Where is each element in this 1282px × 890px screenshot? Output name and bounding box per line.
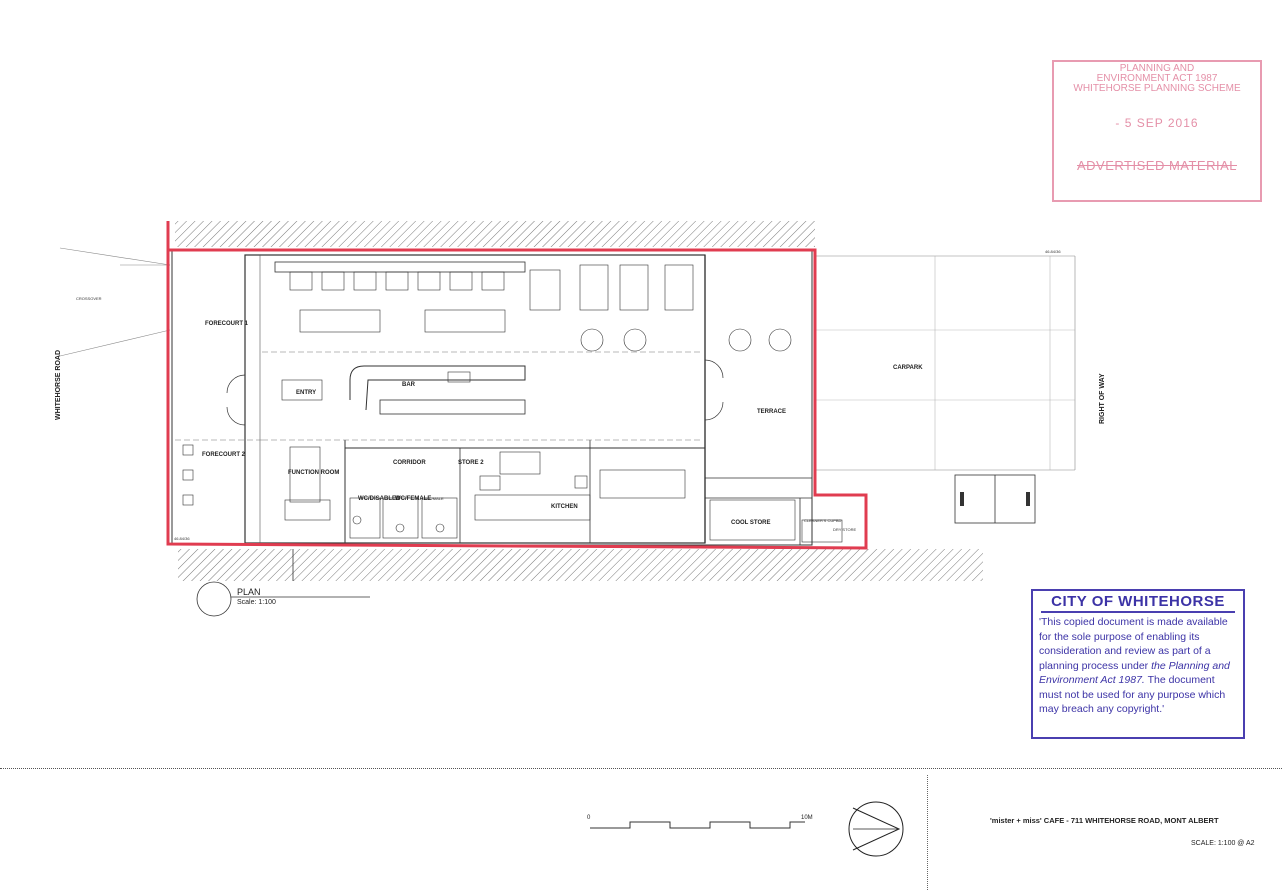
scale-end-label: 10M: [801, 815, 813, 821]
label-corridor: CORRIDOR: [393, 460, 426, 466]
site-boundary: [166, 221, 868, 550]
stamp-line3: WHITEHORSE PLANNING SCHEME: [1073, 83, 1241, 94]
scale-start-label: 0: [587, 815, 591, 821]
stamp-line2: ENVIRONMENT ACT 1987: [1096, 73, 1218, 84]
titleblock-divider: [0, 768, 1282, 769]
label-cleaners-cupboard: CLEANER'S CUPBD: [804, 518, 842, 523]
north-arrow-icon: [848, 801, 904, 857]
label-kitchen: KITCHEN: [551, 504, 578, 510]
council-stamp-body: 'This copied document is made available …: [1033, 613, 1243, 719]
hatched-boundary-top: [175, 221, 815, 247]
label-bar: BAR: [402, 382, 416, 388]
label-terrace: TERRACE: [757, 409, 786, 415]
council-text-after: The document must not be used for any pu…: [1039, 674, 1226, 715]
stamp-status: ADVERTISED MATERIAL: [1077, 158, 1237, 173]
label-entry: ENTRY: [296, 390, 316, 396]
label-wc-disabled: WC/DISABLED: [358, 496, 401, 502]
label-forecourt1: FORECOURT 1: [205, 321, 249, 327]
hatched-boundary-bottom-left: [178, 549, 293, 581]
council-stamp: CITY OF WHITEHORSE 'This copied document…: [1031, 589, 1245, 739]
label-carpark: CARPARK: [893, 365, 923, 371]
council-stamp-heading: CITY OF WHITEHORSE: [1041, 591, 1235, 613]
label-function-room: FUNCTION ROOM: [288, 470, 339, 476]
level-top-right: 46.84/36: [1045, 249, 1061, 254]
council-act-name: the Planning and Environment Act 1987.: [1039, 659, 1230, 687]
label-wc-female: WC/FEMALE: [395, 496, 431, 502]
label-cool-store: COOL STORE: [731, 520, 770, 526]
titleblock-separator: [927, 775, 928, 890]
scale-bar: [590, 821, 805, 829]
label-whitehorse-road: WHITEHORSE ROAD: [55, 350, 62, 420]
label-right-of-way: RIGHT OF WAY: [1099, 373, 1106, 424]
hatched-boundary-bottom: [293, 549, 983, 581]
council-text-before: 'This copied document is made available …: [1039, 616, 1228, 672]
label-store2: STORE 2: [458, 460, 484, 466]
stamp-date: - 5 SEP 2016: [1115, 116, 1199, 130]
label-forecourt2: FORECOURT 2: [202, 452, 246, 458]
sheet-scale: SCALE: 1:100 @ A2: [1191, 840, 1255, 847]
planning-stamp: PLANNING AND ENVIRONMENT ACT 1987 WHITEH…: [1052, 60, 1262, 202]
level-bottom-left: 46.84/36: [174, 536, 190, 541]
plan-key-circle: [196, 581, 232, 617]
label-wc-male: WC/MALE: [425, 496, 444, 501]
plan-scale: Scale: 1:100: [237, 599, 276, 606]
plan-title: PLAN: [237, 587, 261, 597]
stamp-line1: PLANNING AND: [1119, 63, 1195, 74]
label-dry-store: DRY STORE: [833, 527, 856, 532]
label-crossover: CROSSOVER: [76, 296, 102, 301]
project-title: 'mister + miss' CAFE - 711 WHITEHORSE RO…: [990, 816, 1219, 825]
